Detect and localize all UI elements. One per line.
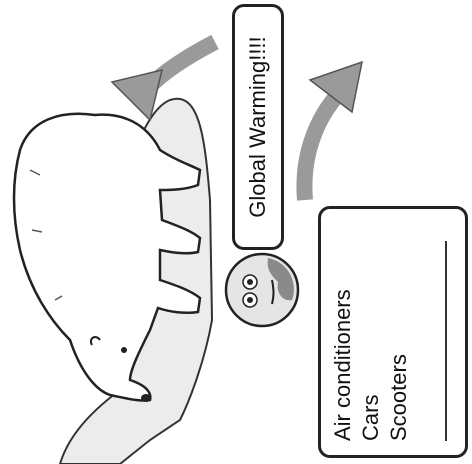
causes-list-box: Air conditioners Cars Scooters [318,206,468,458]
polar-bear [12,112,202,402]
arrow-causes-to-warming [296,81,351,201]
arrow-head-2 [110,68,164,122]
bear-eye [121,347,127,353]
bear-ear [90,336,101,346]
arrow-head-1 [308,60,363,114]
cause-item: Air conditioners [330,289,355,441]
global-warming-label: Global Warming!!!! [245,36,270,218]
bear-fur-lines [29,169,63,301]
cause-item: Scooters [386,354,411,441]
bear-nose [141,394,151,402]
blank-answer-line[interactable] [421,241,447,441]
cause-item: Cars [358,394,383,441]
crying-earth [224,252,300,328]
global-warming-box: Global Warming!!!! [232,4,284,250]
